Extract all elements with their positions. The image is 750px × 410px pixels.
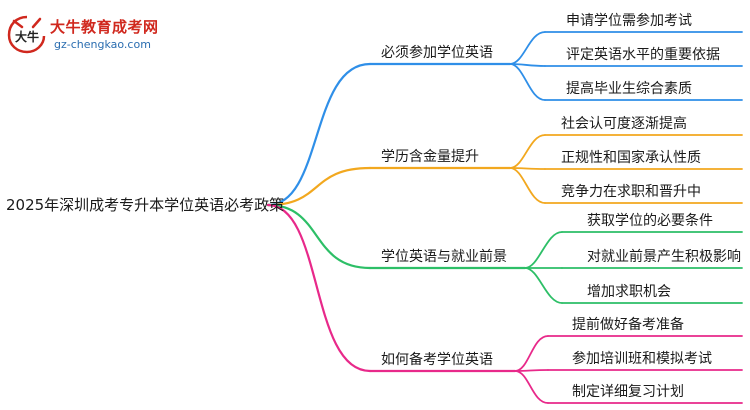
- branch-0-connector: [266, 62, 372, 207]
- branch-1-label: 学历含金量提升: [381, 149, 479, 165]
- branch-1-leaf-0: 社会认可度逐渐提高: [561, 116, 687, 132]
- branch-1-leaf-2: 竞争力在求职和晋升中: [561, 184, 701, 200]
- branch-1-leaf-1: 正规性和国家承认性质: [561, 150, 701, 166]
- root-topic: 2025年深圳成考专升本学位英语必考政策: [6, 196, 285, 214]
- branch-3-leaf-2-connector: [514, 370, 549, 404]
- branch-0-leaf-0: 申请学位需参加考试: [566, 13, 692, 29]
- branch-3-leaf-2: 制定详细复习计划: [572, 384, 684, 400]
- branch-3-label: 如何备考学位英语: [381, 352, 493, 368]
- branch-1-connector: [266, 166, 372, 207]
- branch-3-leaf-0: 提前做好备考准备: [572, 317, 684, 333]
- branch-3-leaf-1-connector: [514, 369, 549, 372]
- logo-mark-text: 大牛: [15, 29, 39, 44]
- logo-mark-icon: 大牛: [7, 15, 46, 54]
- branch-0-leaf-2-connector: [509, 63, 546, 101]
- branch-3-leaf-1: 参加培训班和模拟考试: [572, 351, 712, 367]
- site-logo[interactable]: 大牛 大牛教育成考网 gz-chengkao.com: [6, 12, 166, 56]
- branch-2-leaf-0: 获取学位的必要条件: [587, 213, 713, 229]
- branch-0-label: 必须参加学位英语: [381, 45, 493, 61]
- branch-1-leaf-2-connector: [509, 167, 546, 204]
- branch-2-label: 学位英语与就业前景: [381, 249, 507, 265]
- branch-2-leaf-1: 对就业前景产生积极影响: [587, 249, 741, 265]
- logo-name: 大牛教育成考网: [50, 18, 159, 36]
- branch-0-leaf-2: 提高毕业生综合素质: [566, 81, 692, 97]
- logo-url: gz-chengkao.com: [54, 38, 151, 51]
- branch-2-connector: [266, 203, 372, 270]
- branch-0-leaf-0-connector: [509, 31, 546, 65]
- branch-0-leaf-1: 评定英语水平的重要依据: [566, 47, 720, 63]
- branch-3-leaf-0-connector: [514, 335, 549, 372]
- branch-2-leaf-0-connector: [524, 231, 563, 269]
- branch-1-leaf-0-connector: [509, 134, 546, 169]
- branch-3-connector: [266, 203, 372, 373]
- branch-2-leaf-2: 增加求职机会: [587, 284, 671, 300]
- branch-2-leaf-2-connector: [524, 267, 563, 304]
